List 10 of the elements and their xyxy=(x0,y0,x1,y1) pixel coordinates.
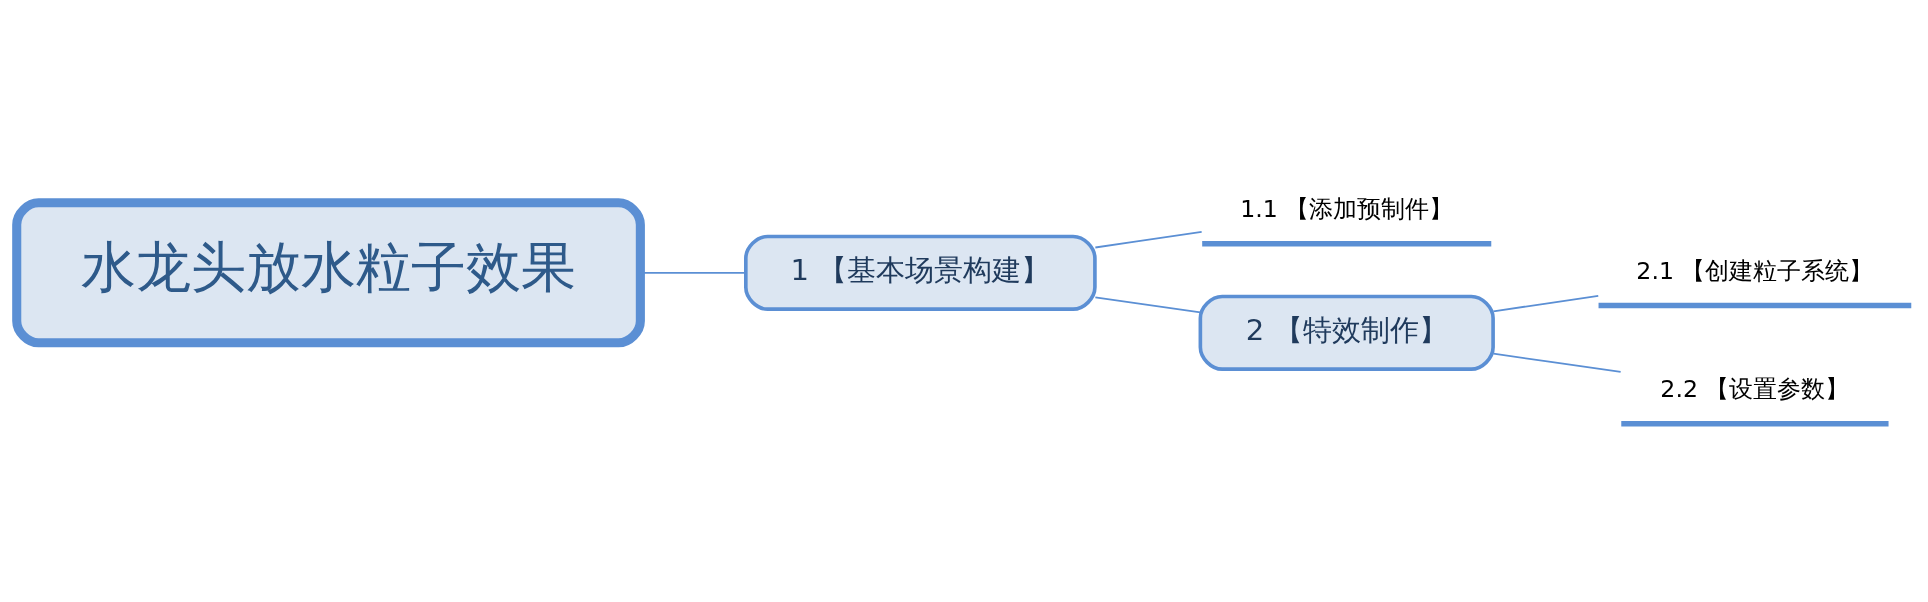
node-text: 2.1 【创建粒子系统】 xyxy=(1636,257,1874,285)
connector xyxy=(1094,296,1202,314)
connector xyxy=(1094,231,1203,249)
node-box: 2 【特效制作】 xyxy=(1198,294,1495,371)
node-text: 2.2 【设置参数】 xyxy=(1660,375,1850,404)
node-box: 1 【基本场景构建】 xyxy=(744,234,1097,311)
connector xyxy=(1492,352,1622,373)
node-box: 水龙头放水粒子效果 xyxy=(12,198,645,348)
connector xyxy=(1492,294,1600,313)
node-text: 1.1 【添加预制件】 xyxy=(1240,195,1454,224)
